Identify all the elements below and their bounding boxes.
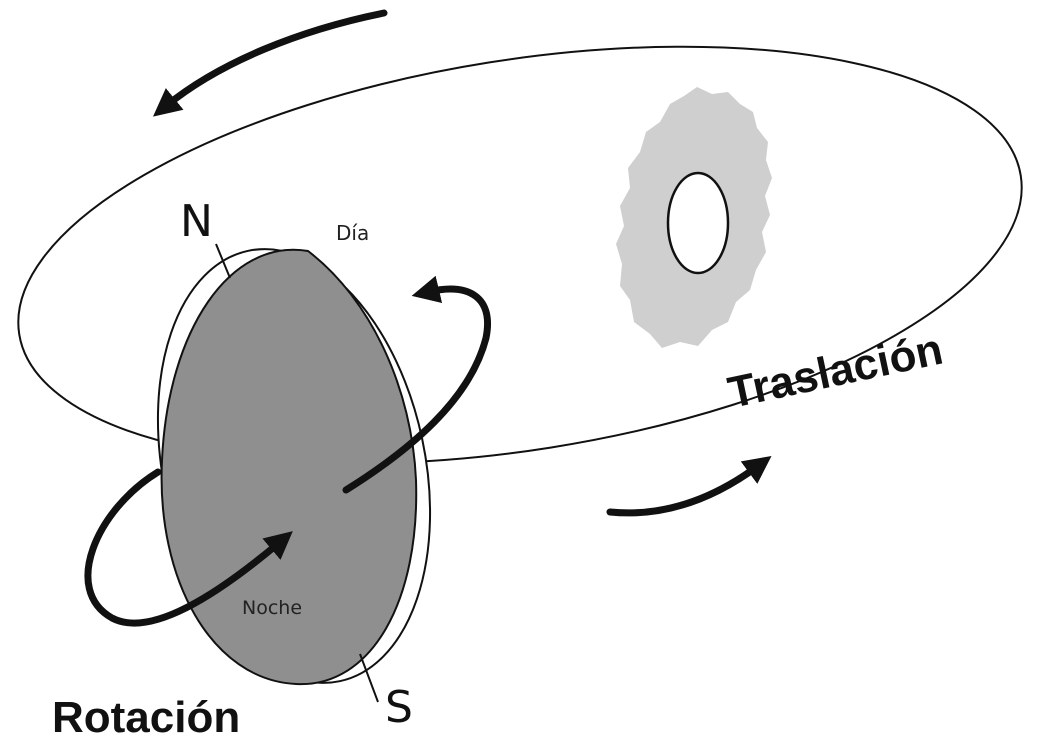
- translation-label: Traslación: [724, 325, 947, 418]
- rotation-arrow-front: [342, 275, 491, 494]
- day-label: Día: [336, 221, 369, 245]
- earth-axis-north: [215, 243, 231, 279]
- translation-arrow-bottom: [606, 456, 772, 517]
- orbit-ellipse: [17, 45, 1023, 465]
- south-pole-label: S: [385, 682, 413, 733]
- rotation-arrow-back: [84, 468, 293, 627]
- night-label: Noche: [242, 597, 302, 619]
- earth: [156, 248, 432, 686]
- translation-arrow-top: [152, 9, 388, 117]
- sun: [616, 87, 772, 348]
- earth-night-side: [160, 248, 418, 686]
- north-pole-label: N: [180, 196, 213, 247]
- sun-core: [666, 171, 730, 275]
- rotation-label: Rotación: [52, 693, 240, 740]
- earth-axis-south: [359, 653, 379, 703]
